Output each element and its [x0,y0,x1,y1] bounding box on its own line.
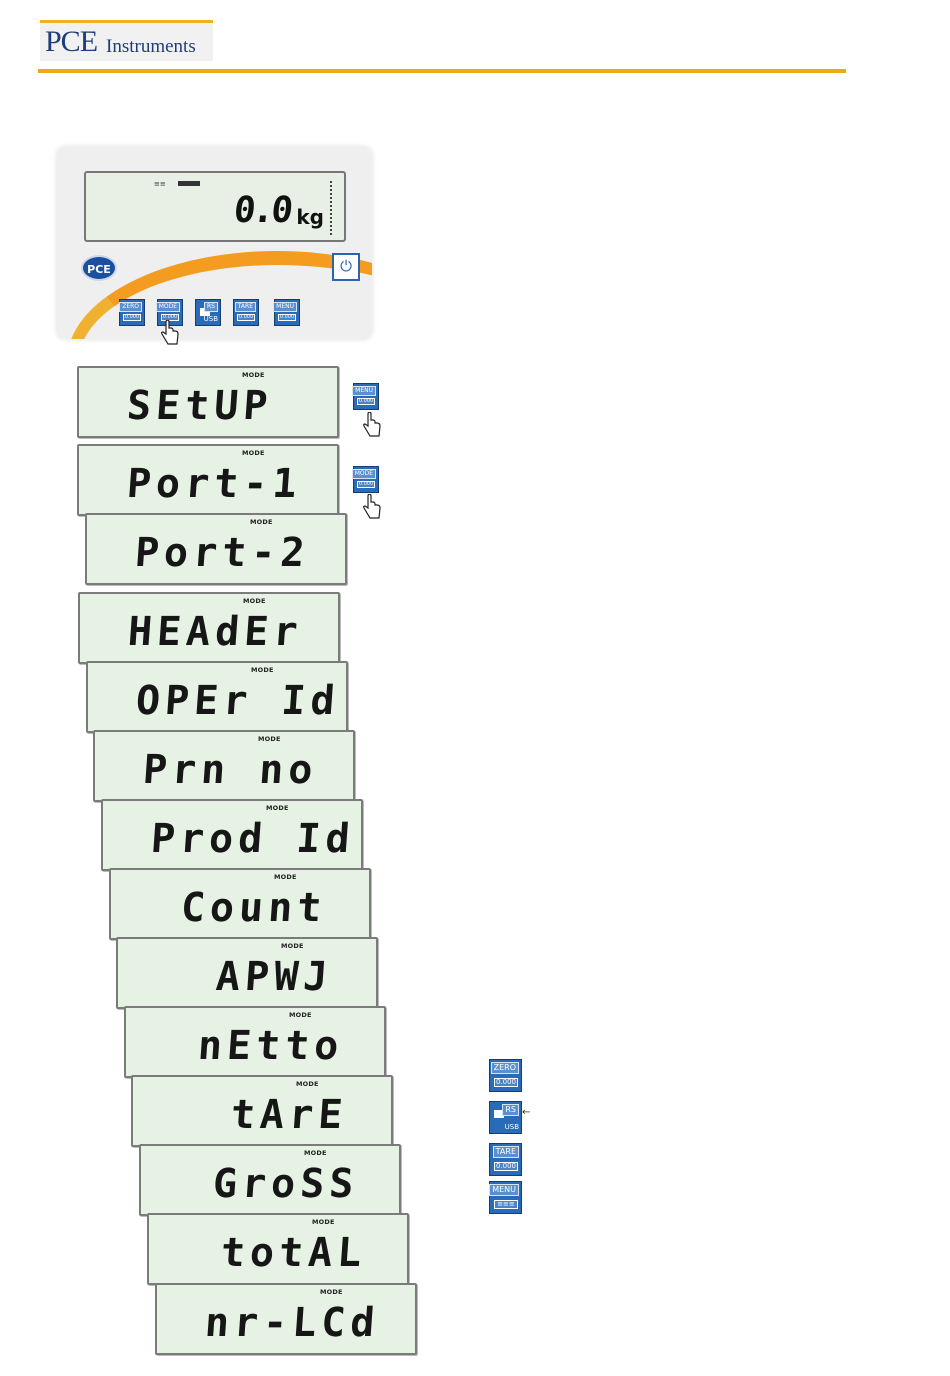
lcd-prn-no: MODE Prn no [93,730,355,802]
weight-unit: kg [296,205,324,229]
weight-value: 0.0 [231,190,293,231]
key-label: MENU [273,302,297,312]
key-label: TARE [234,302,256,312]
lcd-port-2: MODE Port-2 [85,513,347,585]
key-mini-label: 0.000 [161,314,179,321]
mode-indicator: MODE [274,873,297,881]
mode-indicator: MODE [289,1011,312,1019]
computer-icon [494,1110,504,1118]
lcd-text: Prn no [141,747,320,793]
power-button[interactable]: ⏻ [332,253,360,281]
scale-panel: ≡≡ 0.0 kg PCE ⏻ ZERO 0.000 MODE 0.000 RS… [57,147,372,339]
mode-indicator: MODE [242,371,265,379]
lcd-text: Count [179,885,329,931]
key-mini-label: 0.000 [494,1078,518,1087]
lcd-prod-id: MODE Prod Id [101,799,363,871]
key-label: ZERO [119,302,142,312]
header-divider [38,69,846,73]
mode-indicator: MODE [266,804,289,812]
key-mini-label: 0.000 [494,1162,518,1171]
lcd-nr-lcd: MODE nr-LCd [155,1283,417,1355]
menu-key[interactable]: MENU 0.000 [273,299,300,326]
lcd-apwj: MODE APWJ [116,937,378,1009]
lcd-text: totAL [219,1230,369,1276]
hand-pointer-icon [363,412,381,437]
key-label: TARE [492,1146,519,1158]
mode-key[interactable]: MODE 0.000 [155,299,183,326]
legend-zero-key[interactable]: ZERO 0.000 [489,1059,522,1092]
hand-pointer-icon [161,320,179,345]
key-label: RS [502,1104,519,1116]
lcd-gross: MODE GroSS [139,1144,401,1216]
load-bargraph [330,181,336,235]
key-mini-label: USB [203,315,218,323]
mode-indicator: MODE [251,666,274,674]
mode-side-key[interactable]: MODE 0.000 [351,466,379,493]
tare-key[interactable]: TARE 0.000 [233,299,259,326]
lcd-text: Port-1 [125,461,304,507]
legend-tare-key[interactable]: TARE 0.000 [489,1143,522,1176]
lcd-text: OPEr Id [134,678,342,724]
mode-indicator: MODE [320,1288,343,1296]
pce-logo: PCE Instruments [40,20,213,61]
lcd-setup: MODE SEtUP [77,366,339,438]
lcd-text: SEtUP [125,383,275,429]
lcd-oper-id: MODE OPEr Id [86,661,348,733]
mode-indicator: MODE [242,449,265,457]
hand-pointer-icon [363,494,381,519]
lcd-text: HEAdEr [126,609,305,655]
lcd-tare: MODE tArE [131,1075,393,1147]
key-label: MODE [155,302,180,312]
key-mini-label: 0.000 [278,314,296,321]
key-label: MENU [489,1184,519,1196]
display-indicator-text: ≡≡ [154,180,166,188]
key-mini-label: 0.000 [357,481,375,488]
key-label: ZERO [490,1062,519,1074]
key-label: MENU [352,386,376,396]
key-label: RS [204,302,218,312]
mode-indicator: MODE [258,735,281,743]
mode-indicator: MODE [250,518,273,526]
mode-indicator: MODE [296,1080,319,1088]
mode-indicator: MODE [304,1149,327,1157]
lcd-port-1: MODE Port-1 [77,444,339,516]
mode-indicator: MODE [312,1218,335,1226]
lcd-text: nEtto [196,1023,346,1069]
lcd-header: MODE HEAdEr [78,592,340,664]
lcd-text: nr-LCd [203,1300,382,1346]
display-indicator-bar [178,181,200,186]
lcd-netto: MODE nEtto [124,1006,386,1078]
lcd-text: Prod Id [149,816,357,862]
key-label: MODE [351,469,376,479]
key-mini-label: 0.000 [123,314,141,321]
lcd-count: MODE Count [109,868,371,940]
lcd-text: GroSS [211,1161,361,1207]
legend-menu-key[interactable]: MENU ≡≡≡ [489,1181,522,1214]
rs-usb-key[interactable]: RS USB [195,299,221,326]
logo-sub-text: Instruments [106,36,196,57]
lcd-total: MODE totAL [147,1213,409,1285]
legend-rs-usb-key[interactable]: RS USB [489,1101,522,1134]
mode-indicator: MODE [281,942,304,950]
mode-indicator: MODE [243,597,266,605]
computer-icon [200,308,210,316]
pce-badge: PCE [81,255,117,281]
left-arrow-icon: ← [522,1107,531,1118]
scale-display: ≡≡ 0.0 kg [84,171,346,242]
lcd-text: tArE [229,1092,349,1138]
lcd-text: Port-2 [133,530,312,576]
logo-main-text: PCE [45,25,98,58]
zero-key[interactable]: ZERO 0.000 [119,299,145,326]
lcd-text: APWJ [214,954,334,1000]
menu-side-key[interactable]: MENU 0.000 [352,383,379,410]
key-mini-label: 0.000 [357,398,375,405]
key-mini-label: USB [504,1123,519,1131]
key-mini-label: 0.000 [237,314,255,321]
key-mini-label: ≡≡≡ [494,1200,518,1209]
